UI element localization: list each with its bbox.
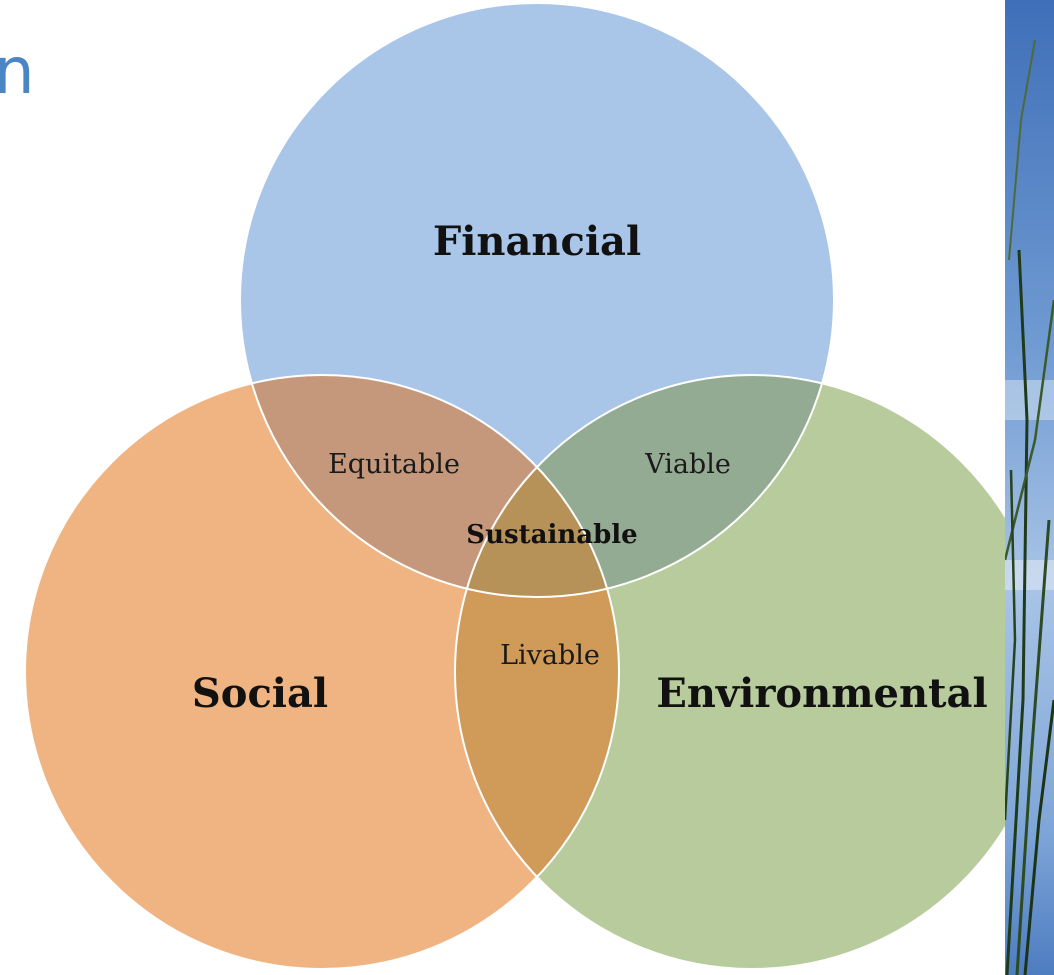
financial-outline (239, 2, 835, 598)
social-outline (24, 374, 620, 970)
water-reeds-photo (1005, 0, 1054, 975)
equitable-overlap (240, 375, 619, 597)
sustainable-label: Sustainable (466, 520, 637, 550)
viable-overlap (455, 375, 834, 597)
viable-label: Viable (644, 449, 731, 480)
slide-title-fragment: n (0, 35, 35, 109)
financial-label: Financial (433, 218, 641, 265)
livable-label: Livable (500, 640, 600, 671)
equitable-label: Equitable (328, 449, 460, 480)
environmental-label: Environmental (656, 670, 987, 717)
social-label: Social (192, 670, 328, 717)
